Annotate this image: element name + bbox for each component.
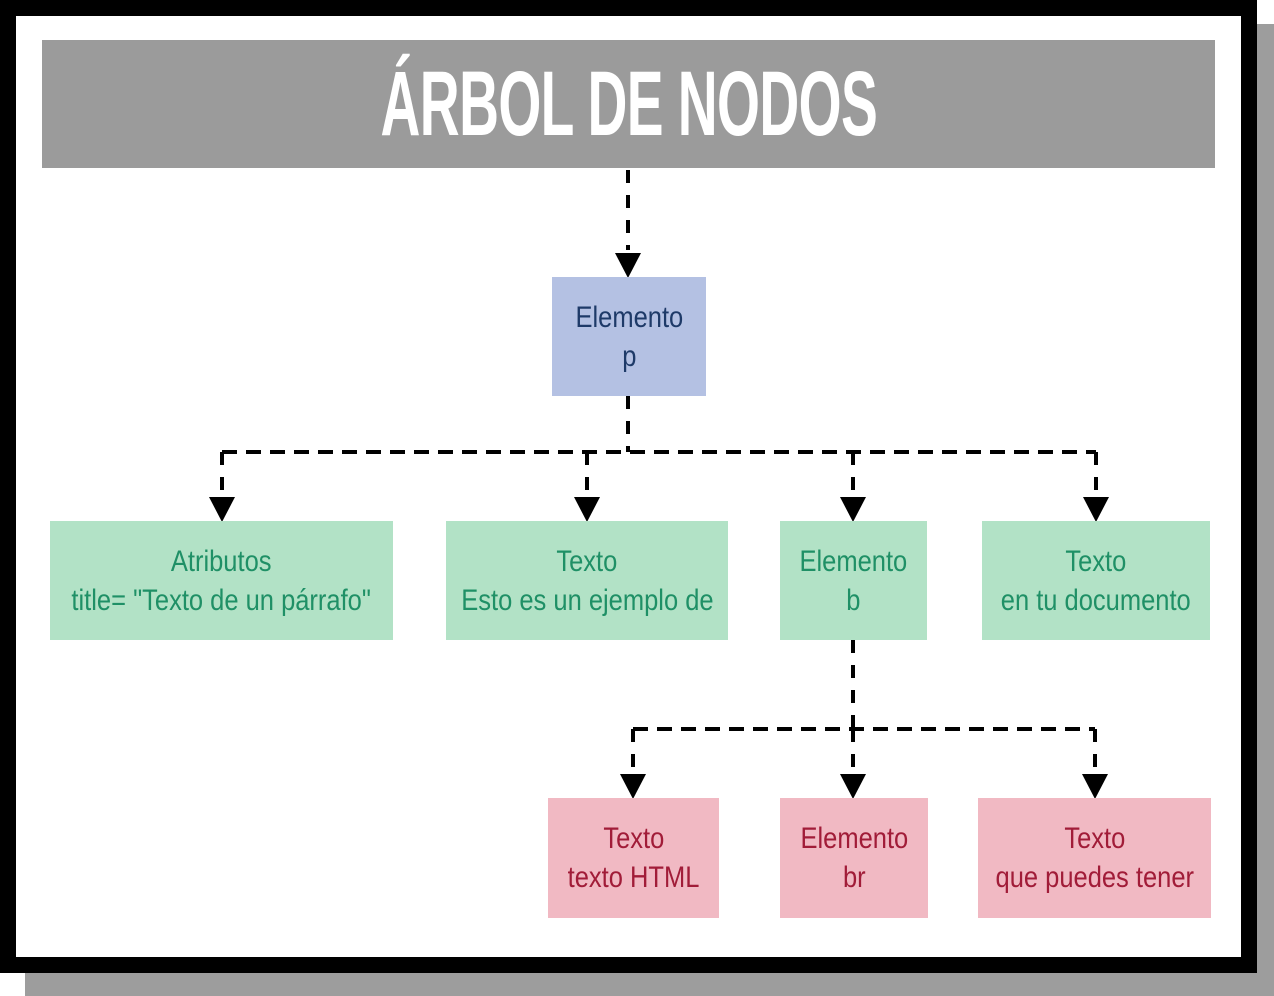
node-texto-ejemplo: Texto Esto es un ejemplo de	[446, 521, 728, 640]
node-label: Atributos	[171, 544, 272, 578]
node-sublabel: texto HTML	[567, 861, 700, 894]
node-sublabel: Esto es un ejemplo de	[460, 583, 714, 617]
diagram-title: ÁRBOL DE NODOS	[380, 53, 877, 155]
node-texto-html: Texto texto HTML	[548, 798, 719, 918]
node-sublabel: title= "Texto de un párrafo"	[71, 583, 372, 617]
node-elemento-p: Elemento p	[552, 277, 706, 396]
node-label: Elemento	[800, 822, 908, 855]
node-sublabel: p	[621, 339, 637, 373]
node-label: Elemento	[799, 544, 908, 578]
node-label: Texto	[556, 544, 618, 578]
node-elemento-br: Elemento br	[780, 798, 928, 918]
node-sublabel: br	[842, 861, 866, 894]
node-sublabel: que puedes tener	[995, 861, 1194, 894]
node-label: Texto	[603, 822, 664, 855]
node-atributos: Atributos title= "Texto de un párrafo"	[50, 521, 393, 640]
diagram-title-bar: ÁRBOL DE NODOS	[42, 40, 1215, 168]
node-sublabel: b	[846, 583, 861, 617]
node-label: Texto	[1064, 822, 1125, 855]
node-sublabel: en tu documento	[1001, 583, 1191, 617]
node-label: Texto	[1065, 544, 1127, 578]
node-texto-documento: Texto en tu documento	[982, 521, 1210, 640]
node-texto-tener: Texto que puedes tener	[978, 798, 1211, 918]
node-label: Elemento	[575, 300, 683, 334]
node-elemento-b: Elemento b	[780, 521, 927, 640]
